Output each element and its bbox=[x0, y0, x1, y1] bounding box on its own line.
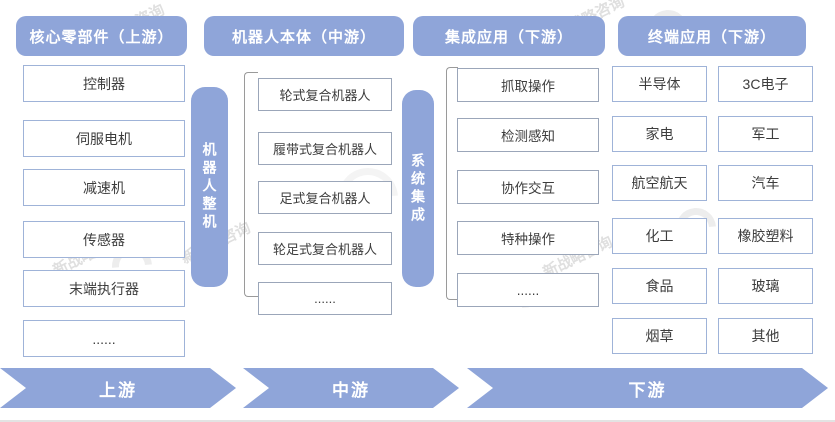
box-food: 食品 bbox=[612, 268, 707, 304]
connector-system-integration: 系统集成 bbox=[402, 90, 434, 287]
box-tobacco: 烟草 bbox=[612, 318, 707, 354]
header-integrated-app-downstream: 集成应用（下游） bbox=[413, 16, 605, 56]
header-robot-body-midstream: 机器人本体（中游） bbox=[204, 16, 404, 56]
flow-midstream-arrow: 中游 bbox=[243, 368, 459, 408]
flow-downstream-arrow: 下游 bbox=[467, 368, 828, 408]
box-detection-perception: 检测感知 bbox=[457, 118, 599, 152]
box-special-operation: 特种操作 bbox=[457, 221, 599, 255]
box-semiconductor: 半导体 bbox=[612, 66, 707, 102]
box-end-effector: 末端执行器 bbox=[23, 270, 185, 307]
box-grasping-operation: 抓取操作 bbox=[457, 68, 599, 102]
box-aerospace: 航空航天 bbox=[612, 165, 707, 201]
box-controller: 控制器 bbox=[23, 65, 185, 102]
header-terminal-app-downstream: 终端应用（下游） bbox=[618, 16, 806, 56]
box-home-appliance: 家电 bbox=[612, 116, 707, 152]
box-ellipsis: ...... bbox=[258, 282, 392, 315]
box-reducer: 减速机 bbox=[23, 169, 185, 206]
bracket-downstream-apps bbox=[446, 67, 458, 300]
box-sensor: 传感器 bbox=[23, 221, 185, 258]
box-military: 军工 bbox=[718, 116, 813, 152]
box-servo-motor: 伺服电机 bbox=[23, 120, 185, 157]
connector-robot-complete-machine: 机器人整机 bbox=[191, 87, 228, 287]
box-tracked-composite-robot: 履带式复合机器人 bbox=[258, 132, 392, 165]
box-glass: 玻璃 bbox=[718, 268, 813, 304]
box-rubber-plastic: 橡胶塑料 bbox=[718, 218, 813, 254]
flow-upstream-arrow: 上游 bbox=[0, 368, 236, 408]
box-3c-electronics: 3C电子 bbox=[718, 66, 813, 102]
box-other: 其他 bbox=[718, 318, 813, 354]
box-chemical: 化工 bbox=[612, 218, 707, 254]
box-automotive: 汽车 bbox=[718, 165, 813, 201]
header-core-components-upstream: 核心零部件（上游） bbox=[16, 16, 187, 56]
box-wheel-legged-composite-robot: 轮足式复合机器人 bbox=[258, 232, 392, 265]
box-legged-composite-robot: 足式复合机器人 bbox=[258, 181, 392, 214]
box-ellipsis: ...... bbox=[23, 320, 185, 357]
box-collaborative-interaction: 协作交互 bbox=[457, 170, 599, 204]
box-wheeled-composite-robot: 轮式复合机器人 bbox=[258, 78, 392, 111]
box-ellipsis: ...... bbox=[457, 273, 599, 307]
bracket-midstream bbox=[244, 72, 258, 297]
